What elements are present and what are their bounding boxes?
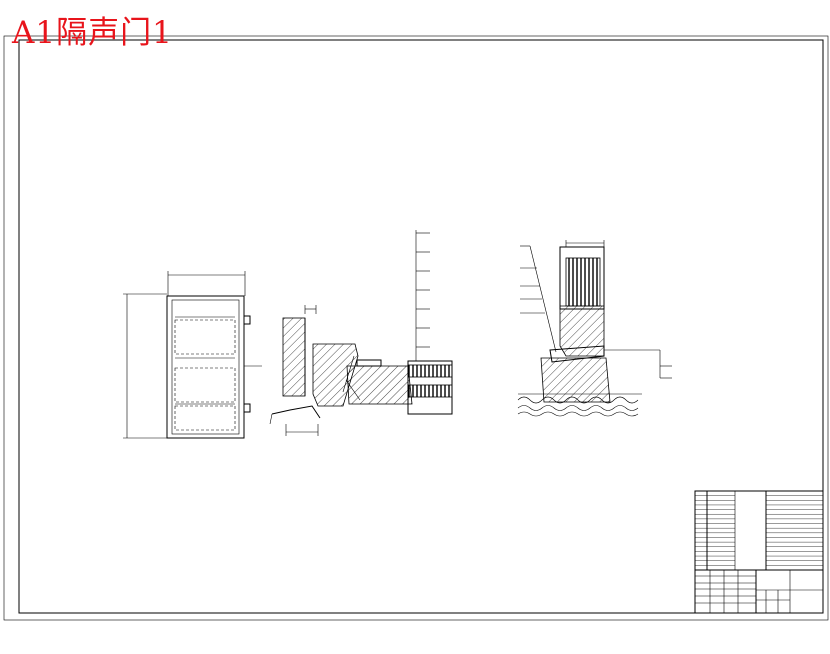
door-elevation xyxy=(123,271,262,439)
sheet-outer-border xyxy=(3,35,829,621)
sheet-inner-border xyxy=(18,39,824,614)
title-block xyxy=(694,490,824,614)
sheet-stamp-title: A1隔声门1 xyxy=(12,15,173,51)
section-detail-right xyxy=(517,240,672,417)
section-detail-left xyxy=(269,230,453,436)
